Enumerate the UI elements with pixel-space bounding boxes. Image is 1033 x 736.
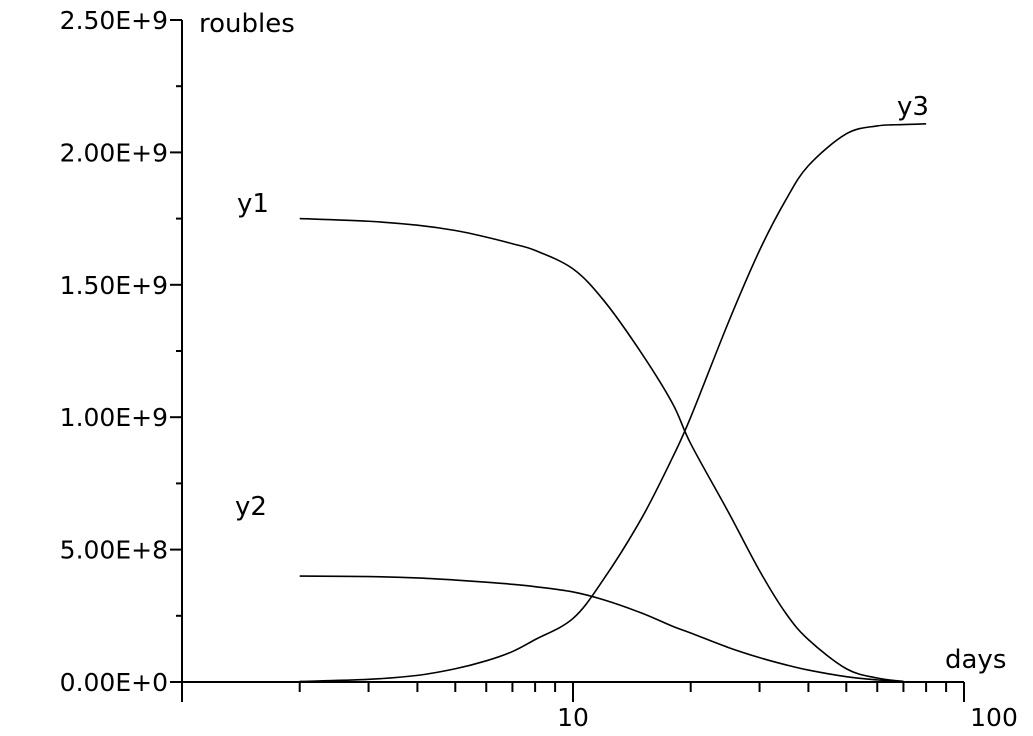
y-tick-label: 5.00E+8 [60,536,168,565]
series-line-y2 [299,575,904,683]
y-tick-label: 1.50E+9 [60,271,168,300]
x-tick-label: 10 [557,703,589,732]
y-tick-label: 2.00E+9 [60,138,168,167]
y-axis-label: roubles [199,9,295,39]
series-line-y1 [299,217,904,683]
series-labels: y1 y2 y3 [235,92,929,522]
y-tick-label: 1.00E+9 [60,403,168,432]
x-axis-label: days [945,645,1006,675]
axes [181,20,964,702]
y-tick-label: 2.50E+9 [60,6,168,35]
y-tick-label: 0.00E+0 [60,668,168,697]
series-line-y3 [299,123,927,683]
series-label-y2: y2 [235,492,267,522]
series-label-y1: y1 [237,189,269,219]
axis-ticks [170,19,965,702]
series-label-y3: y3 [897,92,929,122]
series-lines [299,123,927,683]
x-tick-label: 100 [970,703,1018,732]
axis-tick-labels: 0.00E+0 5.00E+8 1.00E+9 1.50E+9 2.00E+9 2.50E… [60,6,1018,732]
